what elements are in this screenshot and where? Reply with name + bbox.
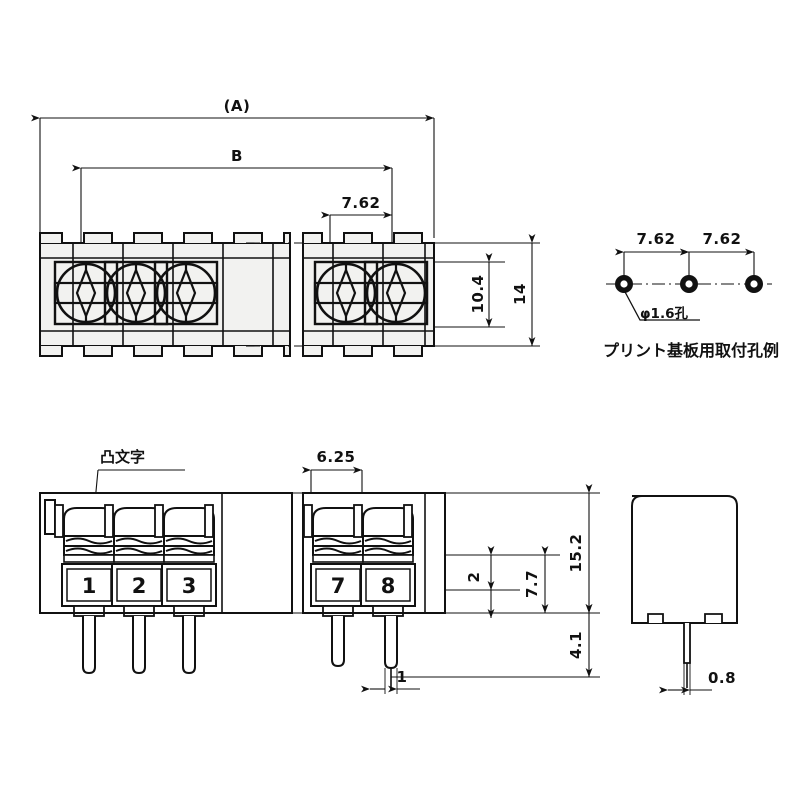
front-view-body-right: 7 8 (302, 492, 446, 690)
front-view-break-line (246, 492, 312, 614)
dim-label-08: 0.8 (708, 669, 736, 687)
dim-label-2: 2 (465, 572, 483, 583)
top-view-terminal-3 (153, 260, 219, 326)
front-view-body-left: 1 2 (39, 492, 293, 675)
dim-label-41: 4.1 (567, 631, 585, 659)
mounting-hole-3 (745, 275, 763, 293)
dimension-2: 2 (465, 546, 495, 618)
dim-label-hole-pitch-right: 7.62 (702, 230, 741, 248)
dimension-1: 1 (361, 668, 420, 694)
front-terminal-2: 2 (104, 504, 167, 675)
hole-dia-leader (623, 289, 700, 321)
top-view-body-left (39, 232, 291, 357)
dim-label-77: 7.7 (523, 570, 541, 598)
top-edge-castellations-left (39, 232, 291, 243)
top-view-body-right (302, 232, 435, 357)
bottom-edge-castellations-right (302, 346, 423, 357)
front-terminal-3: 3 (154, 504, 217, 675)
top-view-terminal-2 (103, 260, 169, 326)
dimension-77: 7.7 (523, 546, 549, 613)
terminal-number-3: 3 (182, 574, 197, 598)
dim-label-overall-a: (A) (224, 97, 251, 115)
dimension-41: 4.1 (567, 604, 593, 677)
dim-label-152: 15.2 (567, 533, 585, 572)
terminal-number-2: 2 (132, 574, 147, 598)
bottom-edge-castellations-left (39, 346, 291, 357)
front-terminal-7: 7 (303, 504, 366, 668)
front-view: 凸文字 6.25 (39, 448, 600, 694)
top-view-terminal-7 (313, 260, 379, 326)
terminal-number-8: 8 (381, 574, 396, 598)
hole-detail-caption: プリント基板用取付孔例 (603, 341, 779, 360)
mounting-hole-1 (615, 275, 633, 293)
side-view: 0.8 (631, 495, 738, 695)
top-view: (A) B 7.62 (31, 97, 540, 357)
dim-label-625: 6.25 (316, 448, 355, 466)
dimension-104: 10.4 (469, 253, 493, 327)
top-view-break-line (246, 242, 312, 347)
dimension-overall-a: (A) (31, 97, 435, 238)
top-edge-castellations-right (302, 232, 423, 243)
top-view-terminal-8 (363, 260, 429, 326)
terminal-number-1: 1 (82, 574, 97, 598)
dimension-152: 15.2 (567, 484, 593, 613)
dim-label-14: 14 (511, 283, 529, 305)
terminal-number-7: 7 (331, 574, 346, 598)
front-terminal-8: 8 (353, 504, 416, 690)
emboss-note-label: 凸文字 (100, 448, 145, 466)
dim-label-1: 1 (397, 668, 408, 686)
hole-pattern-detail: 7.62 7.62 φ1.6孔 プリント基板用取付孔例 (603, 230, 779, 360)
dim-label-pitch-762-top: 7.62 (341, 194, 380, 212)
dim-label-b: B (231, 147, 243, 165)
front-view-reference-lines (390, 492, 600, 678)
top-view-terminal-1 (53, 260, 119, 326)
mounting-hole-2 (680, 275, 698, 293)
dimension-08: 0.8 (659, 663, 736, 695)
dim-label-hole-pitch-left: 7.62 (636, 230, 675, 248)
dim-label-104: 10.4 (469, 274, 487, 313)
dimension-14: 14 (511, 234, 536, 346)
top-view-centerlines (434, 242, 540, 347)
dim-label-hole-diameter: φ1.6孔 (640, 306, 688, 322)
